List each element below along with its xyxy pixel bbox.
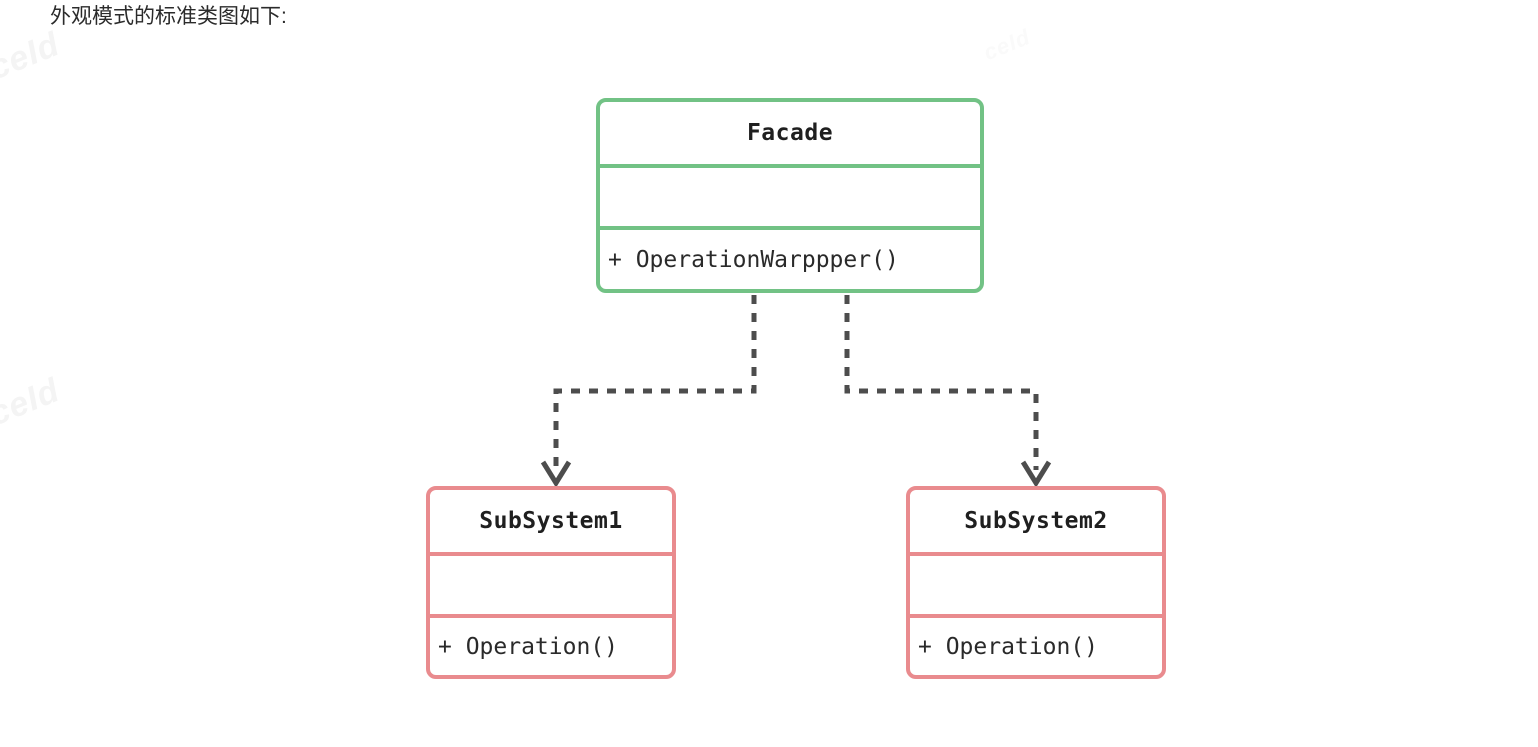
watermark: ceId	[0, 25, 66, 88]
class-operation-label: + OperationWarppper()	[608, 246, 899, 273]
connector-facade-to-subsystem2	[844, 295, 1039, 470]
uml-class-facade[interactable]: Facade + OperationWarppper()	[596, 98, 984, 293]
class-name-compartment: SubSystem2	[910, 490, 1162, 552]
arrowhead-subsystem2	[1020, 460, 1052, 488]
page-title: 外观模式的标准类图如下:	[50, 5, 287, 28]
arrowhead-subsystem1	[540, 460, 572, 488]
class-name-compartment: SubSystem1	[430, 490, 672, 552]
class-name-label: SubSystem2	[964, 508, 1108, 534]
class-operation-label: + Operation()	[918, 633, 1099, 660]
watermark: ceId	[980, 24, 1034, 66]
class-name-label: Facade	[746, 120, 834, 146]
uml-class-subsystem2[interactable]: SubSystem2 + Operation()	[906, 486, 1166, 679]
watermark: ceId	[0, 371, 66, 434]
class-name-label: SubSystem1	[479, 508, 623, 534]
class-attributes-compartment	[910, 552, 1162, 614]
class-attributes-compartment	[600, 164, 980, 226]
connector-facade-to-subsystem1	[553, 295, 757, 470]
class-operations-compartment: + Operation()	[910, 614, 1162, 675]
class-attributes-compartment	[430, 552, 672, 614]
class-name-compartment: Facade	[600, 102, 980, 164]
class-operations-compartment: + OperationWarppper()	[600, 226, 980, 289]
uml-class-subsystem1[interactable]: SubSystem1 + Operation()	[426, 486, 676, 679]
class-operation-label: + Operation()	[438, 633, 619, 660]
class-operations-compartment: + Operation()	[430, 614, 672, 675]
